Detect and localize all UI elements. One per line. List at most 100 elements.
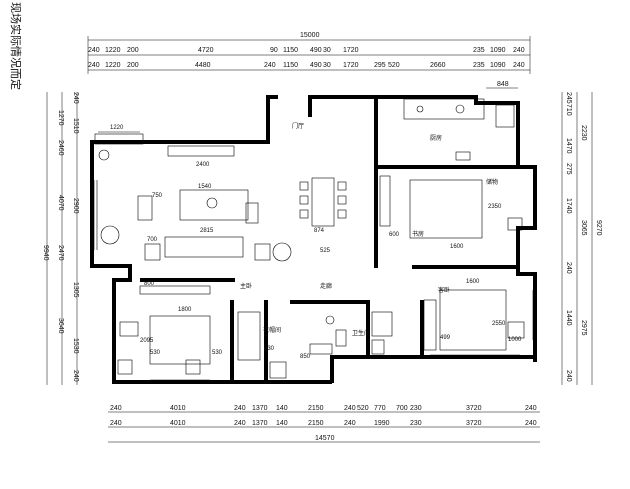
plant-icon-2 xyxy=(272,242,292,262)
top-dim-10: 235 xyxy=(473,47,485,54)
right-outer-dim: 9270 xyxy=(595,220,602,236)
study-bed-dim: 1600 xyxy=(450,244,464,250)
bot-dim-4: 1370 xyxy=(252,405,268,412)
bot-dim-3: 240 xyxy=(234,405,246,412)
walls xyxy=(90,95,537,384)
left-mid-dim-2: 3640 xyxy=(57,318,64,334)
right-inner-3: 1470 xyxy=(565,138,572,154)
top-dim2-7: 490 xyxy=(310,62,322,69)
top-dim-3: 200 xyxy=(127,47,139,54)
sofa-dim: 1540 xyxy=(198,184,212,190)
top-dim2-3: 200 xyxy=(127,62,139,69)
bot2-dim-6: 2150 xyxy=(308,420,324,427)
bot-dim-12: 3720 xyxy=(466,405,482,412)
cloak-and-bath: 衣帽间 850 630 卫生间 xyxy=(237,311,393,379)
right-inner-6: 240 xyxy=(565,262,572,274)
top-dim-2: 1220 xyxy=(105,47,121,54)
left-outer-dim: 9940 xyxy=(42,245,49,261)
top-dim2-2: 1220 xyxy=(105,62,121,69)
left-inner2-2: 2460 xyxy=(57,140,64,156)
master-bedroom: 1800 530 530 2095 800 主卧 xyxy=(117,281,252,375)
right-mid-1: 2230 xyxy=(580,125,587,141)
top-overall-dim: 15000 xyxy=(300,32,320,39)
right-inner-7: 1440 xyxy=(565,310,572,326)
master-ward-dim: 1800 xyxy=(178,307,192,313)
dining-dim: 874 xyxy=(314,228,325,234)
left-inner-3: 2900 xyxy=(72,198,79,214)
top-dim-6: 1150 xyxy=(283,47,298,54)
top-dim2-15: 240 xyxy=(513,62,525,69)
tv-wall-dim: 2400 xyxy=(196,162,210,168)
right-inner-2: 710 xyxy=(565,104,572,116)
windows xyxy=(93,180,537,381)
top-dim2-8: 30 xyxy=(323,62,331,69)
master-label: 主卧 xyxy=(240,282,252,290)
second-misc-dim: 499 xyxy=(440,335,451,341)
top-dim2-13: 235 xyxy=(473,62,485,69)
bot2-dim-2: 4010 xyxy=(170,420,186,427)
study-ward-dim: 2350 xyxy=(488,204,502,210)
top-dim2-11: 520 xyxy=(388,62,400,69)
top-dim2-9: 1720 xyxy=(343,62,359,69)
bot-dim-5: 140 xyxy=(276,405,288,412)
storage-label: 储物 xyxy=(486,178,498,186)
bot2-dim-4: 1370 xyxy=(252,420,268,427)
top-dim-8: 30 xyxy=(323,47,331,54)
top-dim2-1: 240 xyxy=(88,62,100,69)
bot-dim-11: 230 xyxy=(410,405,422,412)
study-room: 1600 2350 书房 600 储物 xyxy=(379,175,523,250)
left-inner-4: 1305 xyxy=(72,282,79,298)
study-label: 书房 xyxy=(412,230,424,238)
bot-dim-2: 4010 xyxy=(170,405,186,412)
guest-label: 客卧 xyxy=(438,286,450,294)
right-inner-8: 240 xyxy=(565,370,572,382)
top-dim-4: 4720 xyxy=(198,47,214,54)
plant-icon-3 xyxy=(98,149,110,161)
plant-icon xyxy=(100,225,120,245)
bot-overall-dim: 14570 xyxy=(315,435,335,442)
bot2-dim-11: 240 xyxy=(525,420,537,427)
top-dim2-6: 1150 xyxy=(283,62,298,69)
bot2-dim-5: 140 xyxy=(276,420,288,427)
bot2-dim-9: 230 xyxy=(410,420,422,427)
dining-area: 874 525 门厅 走廊 xyxy=(292,122,347,290)
right-inner-4: 275 xyxy=(565,163,572,175)
top-dim-1: 240 xyxy=(88,47,100,54)
bot-dim-7: 240 xyxy=(344,405,356,412)
right-inner-1: 245 xyxy=(565,92,572,104)
master-misc-dim: 2095 xyxy=(140,338,154,344)
closet-dim: 800 xyxy=(144,281,155,287)
master-table-dim-2: 530 xyxy=(212,350,223,356)
tv-cabinet-dim: 2815 xyxy=(200,228,214,234)
bottom-dimension-lines: 240 4010 240 1370 140 2150 240 520 770 7… xyxy=(108,405,540,443)
left-inner2-3: 2470 xyxy=(57,245,64,261)
top-sub-dim: 848 xyxy=(497,81,509,88)
bot-dim-6: 2150 xyxy=(308,405,324,412)
left-dimension-lines: 9940 4070 3640 240 1510 2900 1305 1530 2… xyxy=(42,92,79,385)
study-misc-dim: 600 xyxy=(389,232,400,238)
left-mid-dim-1: 4070 xyxy=(57,195,64,211)
bot-dim-9: 770 xyxy=(374,405,386,412)
bot2-dim-7: 240 xyxy=(344,420,356,427)
left-inner-2: 1510 xyxy=(72,118,79,134)
top-dim2-14: 1090 xyxy=(490,62,506,69)
top-dim2-5: 240 xyxy=(264,62,276,69)
right-dimension-lines: 9270 2230 3065 2975 245 710 1470 275 174… xyxy=(561,92,602,385)
second-bed-dim: 1600 xyxy=(466,279,480,285)
top-dim-5: 90 xyxy=(270,47,278,54)
bath-dim: 630 xyxy=(264,346,275,352)
left-inner-1: 240 xyxy=(72,92,79,104)
top-dim2-10: 295 xyxy=(374,62,386,69)
bot-dim-8: 520 xyxy=(357,405,369,412)
top-dim-11: 1090 xyxy=(490,47,506,54)
top-dim-9: 1720 xyxy=(343,47,359,54)
bot2-dim-3: 240 xyxy=(234,420,246,427)
top-dimension-lines: 15000 240 1220 200 4720 90 1150 490 30 1… xyxy=(87,32,531,89)
bot-dim-10: 700 xyxy=(396,405,408,412)
bot2-dim-10: 3720 xyxy=(466,420,482,427)
bot2-dim-8: 1990 xyxy=(374,420,390,427)
master-table-dim-1: 530 xyxy=(150,350,161,356)
left-inner-6: 240 xyxy=(72,370,79,382)
